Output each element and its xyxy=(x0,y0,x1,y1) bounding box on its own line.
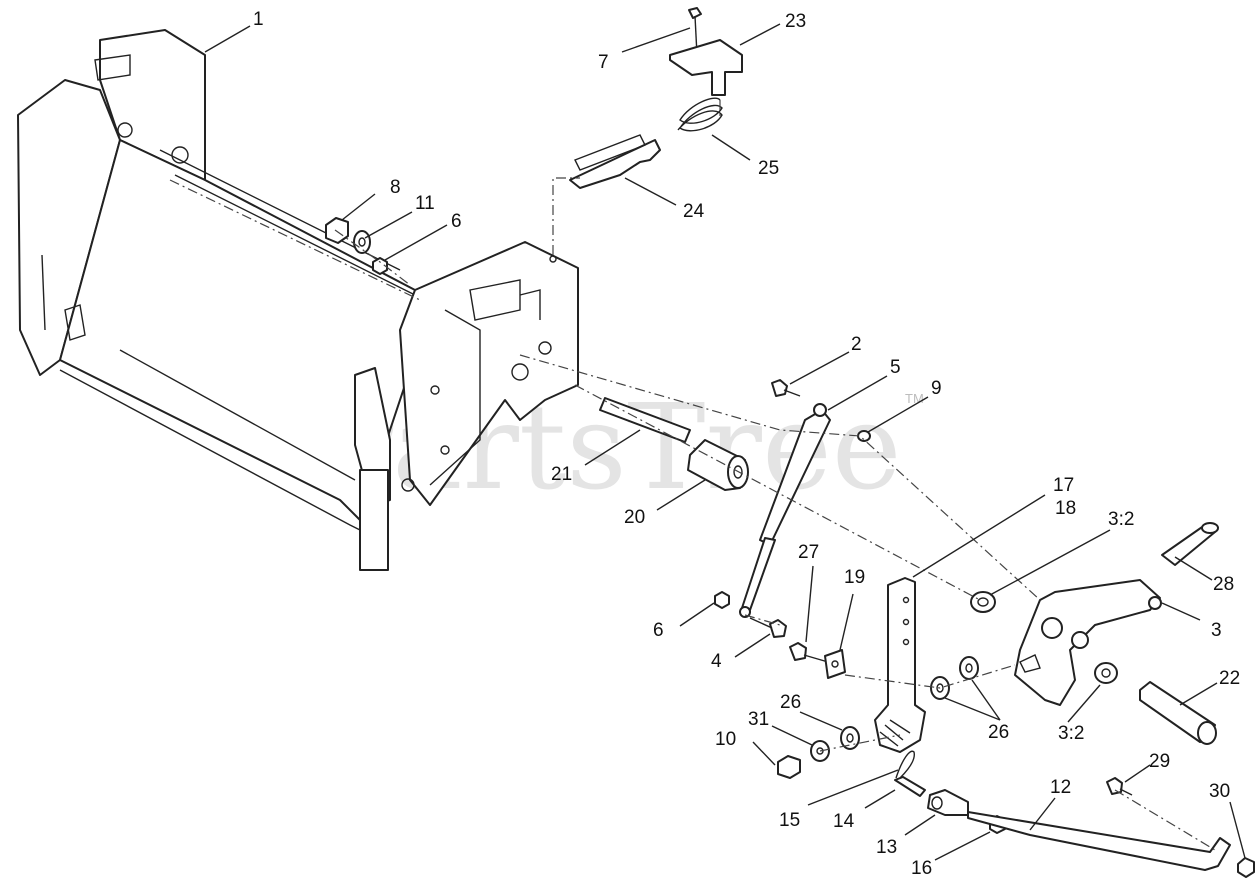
callout-19: 19 xyxy=(844,567,865,588)
part-24-plate xyxy=(569,134,661,189)
part-29-bolt xyxy=(1106,777,1133,796)
callout-4: 4 xyxy=(711,651,722,672)
callout-13: 13 xyxy=(876,837,897,858)
part-12-rod xyxy=(967,811,1231,871)
callout-2: 2 xyxy=(851,334,862,355)
callout-21: 21 xyxy=(551,464,572,485)
watermark-trademark: TM xyxy=(905,391,924,406)
callout-16: 16 xyxy=(911,858,932,879)
part-28-pin xyxy=(1161,522,1219,566)
part-13-clevis xyxy=(927,789,969,816)
part-2-bolt xyxy=(771,379,801,397)
part-3-2-bushing-lower xyxy=(1094,662,1118,684)
callout-6-upper: 6 xyxy=(451,211,462,232)
callout-8: 8 xyxy=(390,177,401,198)
part-23-bracket xyxy=(669,39,743,96)
callout-20: 20 xyxy=(624,507,645,528)
callout-9: 9 xyxy=(931,378,942,399)
part-1-frame xyxy=(17,29,431,571)
callout-31: 31 xyxy=(748,709,769,730)
callout-3: 3 xyxy=(1211,620,1222,641)
part-6-nut-upper xyxy=(372,257,388,275)
callout-7: 7 xyxy=(598,52,609,73)
callout-17: 17 xyxy=(1053,475,1074,496)
callout-26-left: 26 xyxy=(780,692,801,713)
callout-18: 18 xyxy=(1055,498,1076,519)
part-25-spring xyxy=(677,97,723,132)
callout-30: 30 xyxy=(1209,781,1230,802)
part-15-cotter-pin xyxy=(895,750,915,779)
part-11-washer xyxy=(353,230,371,254)
callout-3-2-upper: 3:2 xyxy=(1108,509,1134,530)
part-22-pin xyxy=(1139,681,1217,745)
callout-12: 12 xyxy=(1050,777,1071,798)
part-27-bolt xyxy=(789,642,829,663)
callout-22: 22 xyxy=(1219,668,1240,689)
part-10-nut xyxy=(777,755,801,779)
assembly-lines xyxy=(169,100,1216,851)
part-26-washer-b xyxy=(959,656,979,680)
callouts: 1 7 23 25 24 8 11 6 2 5 9 21 20 17 18 3:… xyxy=(253,9,1240,879)
part-5-strut xyxy=(739,403,831,618)
callout-6-lower: 6 xyxy=(653,620,664,641)
part-19-bracket xyxy=(824,649,846,679)
part-3-arm xyxy=(1014,579,1162,706)
part-17-18-lever xyxy=(874,577,926,753)
callout-11: 11 xyxy=(415,193,435,214)
callout-15: 15 xyxy=(779,810,800,831)
leader-lines xyxy=(204,23,1246,861)
callout-14: 14 xyxy=(833,811,855,832)
part-8-nut xyxy=(325,217,349,244)
frame-mount-plate xyxy=(399,241,579,506)
callout-5: 5 xyxy=(890,357,901,378)
callout-1: 1 xyxy=(253,9,264,30)
callout-27: 27 xyxy=(798,542,819,563)
part-9-washer xyxy=(857,430,871,442)
callout-28: 28 xyxy=(1213,574,1234,595)
callout-10: 10 xyxy=(715,729,736,750)
callout-24: 24 xyxy=(683,201,705,222)
part-30-nut xyxy=(1237,857,1255,878)
part-21-rod xyxy=(599,397,691,443)
part-4-bolt xyxy=(749,617,787,638)
part-14-clevis-pin xyxy=(894,776,926,797)
part-6-nut-lower xyxy=(714,591,730,609)
callout-26-right: 26 xyxy=(988,722,1009,743)
callout-29: 29 xyxy=(1149,751,1170,772)
callout-25: 25 xyxy=(758,158,779,179)
callout-3-2-lower: 3:2 xyxy=(1058,723,1084,744)
part-3-2-bushing-upper xyxy=(970,591,996,613)
callout-23: 23 xyxy=(785,11,806,32)
